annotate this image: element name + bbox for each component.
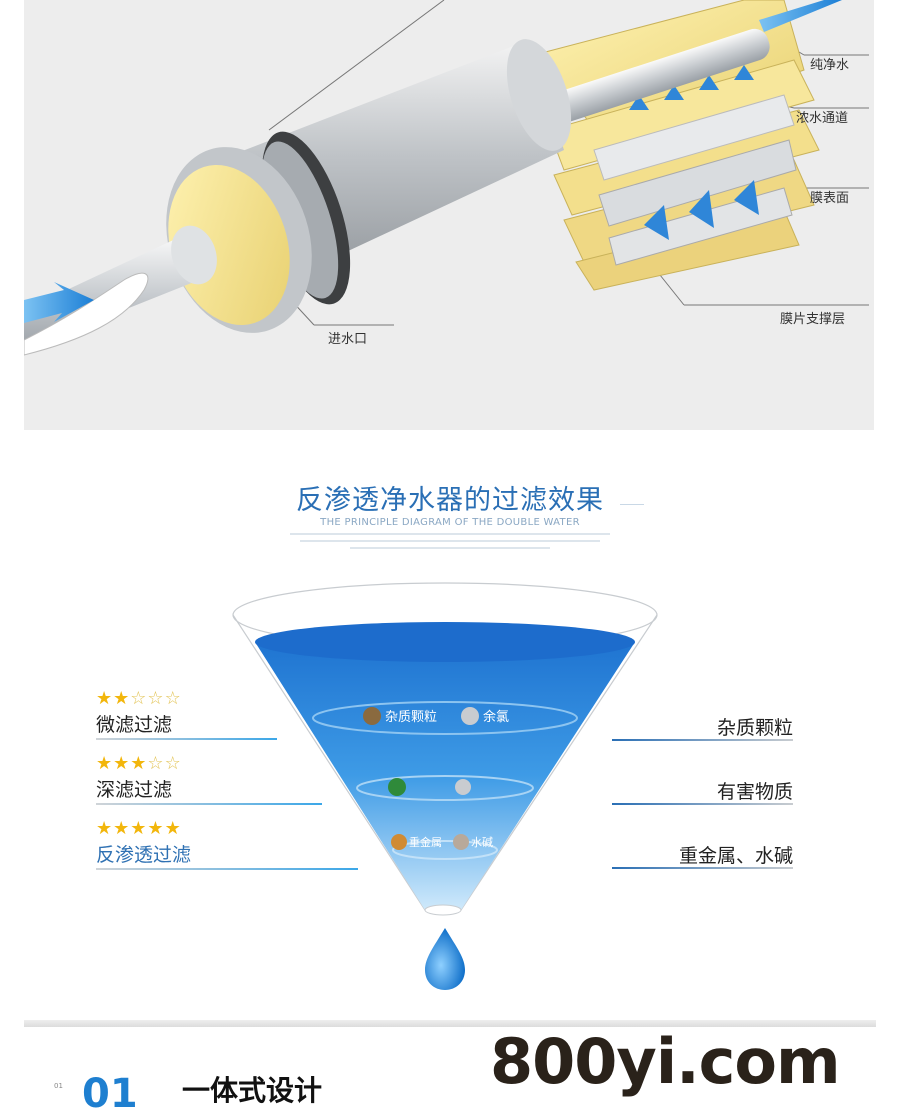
star-rating: ★★☆☆☆ (96, 690, 182, 708)
pointer-line (612, 803, 793, 805)
star-filled-icon: ★ (96, 688, 114, 709)
star-empty-icon: ☆ (147, 753, 165, 774)
fine-print-line (290, 533, 610, 535)
heading-accent-line (620, 504, 644, 505)
pointer-line (612, 867, 793, 869)
next-section-title: 一体式设计 (182, 1074, 323, 1107)
brand-watermark: 800yi.com (490, 1025, 841, 1098)
funnel-label-scale: 水碱 (471, 836, 493, 849)
star-rating: ★★★☆☆ (96, 755, 182, 773)
section-subheading: THE PRINCIPLE DIAGRAM OF THE DOUBLE WATE… (320, 517, 580, 528)
section-heading: 反渗透净水器的过滤效果 (296, 485, 604, 516)
label-water-inlet: 进水口 (328, 332, 368, 347)
page-number: 01 (54, 1082, 63, 1090)
impurity-particle-icon (363, 707, 381, 725)
star-filled-icon: ★ (147, 818, 165, 839)
label-concentrate-channel: 浓水通道 (796, 111, 849, 126)
filtration-level-label: 微滤过滤 (96, 714, 173, 736)
funnel-label-chlorine: 余氯 (483, 709, 509, 725)
removed-item-label: 有害物质 (716, 781, 793, 803)
star-filled-icon: ★ (96, 753, 114, 774)
star-rating: ★★★★★ (96, 820, 182, 838)
filtration-level-label: 深滤过滤 (96, 779, 173, 801)
water-drop-icon (425, 928, 465, 990)
pointer-line (96, 868, 358, 870)
scale-icon (453, 834, 469, 850)
star-empty-icon: ☆ (164, 688, 182, 709)
star-filled-icon: ★ (96, 818, 114, 839)
label-pure-water: 纯净水 (810, 58, 850, 73)
harmful-substance-icon (455, 779, 471, 795)
star-filled-icon: ★ (113, 753, 131, 774)
fine-print-line (350, 547, 550, 549)
membrane-illustration (24, 0, 869, 356)
pointer-line (96, 738, 277, 740)
section-divider (24, 1020, 876, 1027)
section-number: 01 (82, 1071, 138, 1117)
pointer-line (96, 803, 322, 805)
heavy-metal-icon (391, 834, 407, 850)
harmful-substance-icon (388, 778, 406, 796)
label-membrane-surface: 膜表面 (810, 191, 850, 206)
star-filled-icon: ★ (113, 818, 131, 839)
funnel-label-heavy-metal: 重金属 (409, 835, 442, 849)
star-empty-icon: ☆ (164, 753, 182, 774)
pointer-line (612, 739, 793, 741)
membrane-diagram: 纯净水 浓水通道 膜表面 膜片支撑层 进水口 (24, 0, 874, 430)
removed-item-label: 杂质颗粒 (716, 717, 793, 739)
star-filled-icon: ★ (130, 753, 148, 774)
filtration-funnel: 杂质颗粒 余氯 重金属 水碱 (232, 582, 658, 990)
star-empty-icon: ☆ (130, 688, 148, 709)
label-membrane-support: 膜片支撑层 (780, 312, 846, 327)
star-empty-icon: ☆ (147, 688, 165, 709)
star-filled-icon: ★ (164, 818, 182, 839)
removed-item-label: 重金属、水碱 (678, 845, 793, 867)
fine-print-line (300, 540, 600, 542)
star-filled-icon: ★ (130, 818, 148, 839)
star-filled-icon: ★ (113, 688, 131, 709)
filtration-level-label: 反渗透过滤 (96, 844, 192, 866)
chlorine-icon (461, 707, 479, 725)
funnel-label-impurity: 杂质颗粒 (385, 710, 437, 725)
